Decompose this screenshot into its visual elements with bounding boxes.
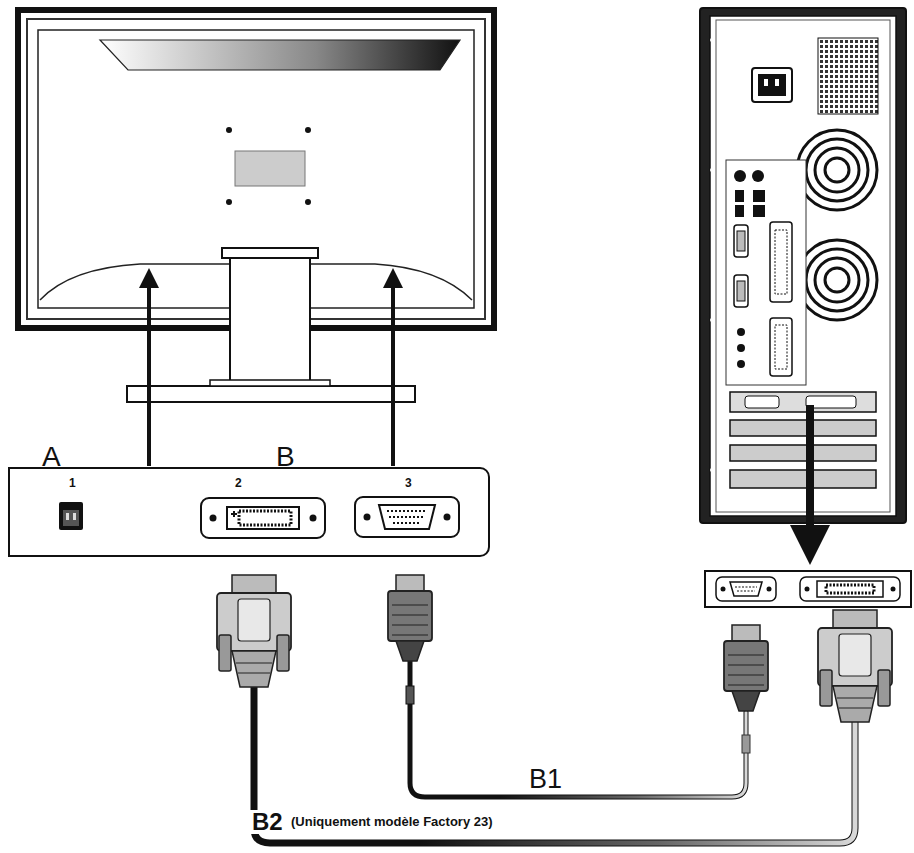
vga-plug	[388, 575, 432, 661]
pointer-arrow	[391, 278, 395, 466]
pc-tower	[700, 8, 906, 523]
callout-number: 2	[235, 477, 242, 489]
model-note: (Uniquement modèle Factory 23)	[289, 815, 495, 828]
monitor-ports	[59, 497, 459, 538]
connector-panel: AB123	[8, 467, 490, 557]
group-letter: B	[276, 443, 295, 471]
graphics-card-ports	[705, 571, 911, 607]
cable-label: B1	[527, 766, 564, 793]
callout-number: 1	[69, 477, 76, 489]
callout-number: 3	[405, 477, 412, 489]
zoom-arrow	[806, 405, 814, 545]
vga-plug	[724, 625, 768, 711]
dvi-plug	[818, 610, 892, 722]
pointer-arrow	[147, 278, 151, 466]
group-letter: A	[42, 443, 61, 471]
dvi-plug	[217, 575, 291, 687]
monitor-back	[18, 10, 494, 402]
cable-label: B2	[250, 810, 285, 834]
